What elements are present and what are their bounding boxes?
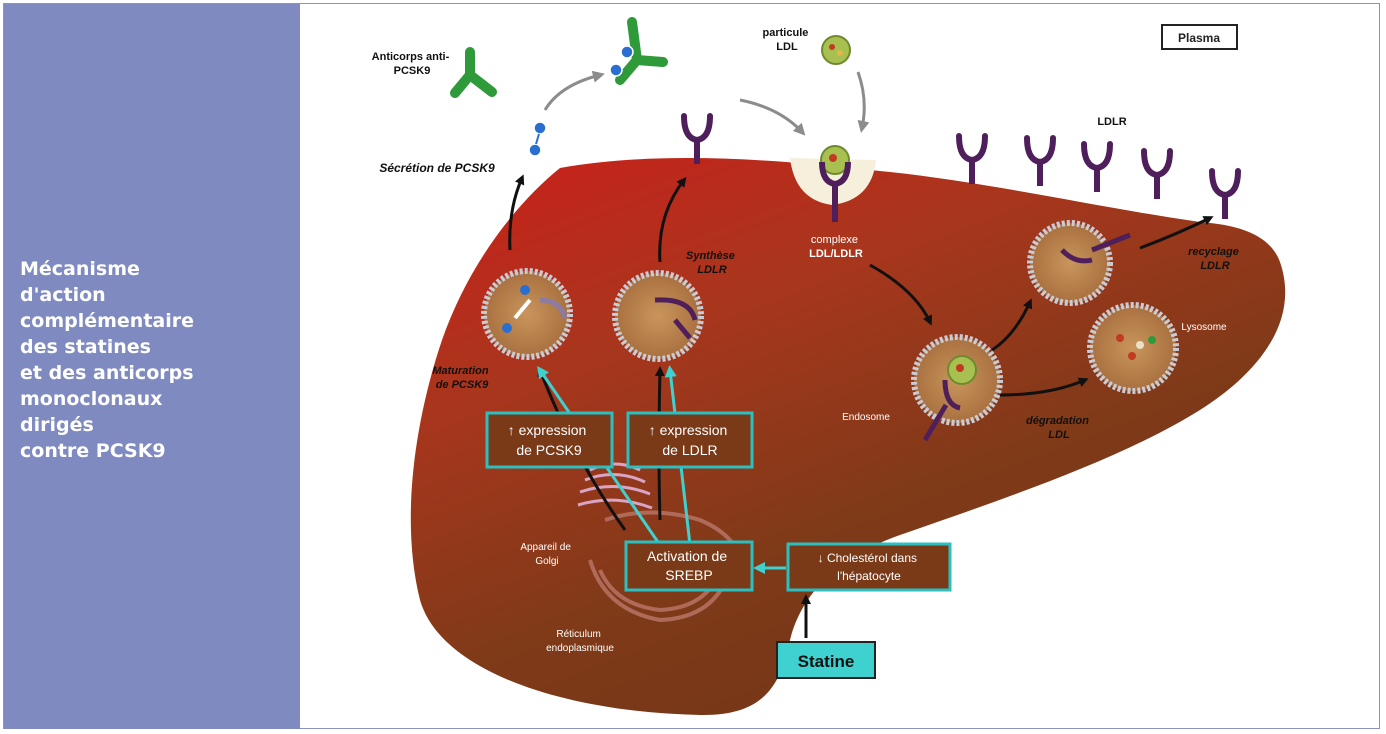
antibody-icon	[450, 47, 497, 98]
arrow-ldlr-to-membrane	[658, 176, 687, 263]
lysosome-vesicle	[1087, 302, 1179, 394]
ldlr-receptor-icon	[1144, 151, 1170, 199]
ldlr-expression-text: ↑ expression de LDLR	[649, 422, 731, 458]
pcsk9-expression-box	[485, 411, 614, 469]
cholesterol-box	[786, 542, 952, 592]
arrow-receptor-to-complex	[739, 98, 806, 136]
antibody-label: Anticorps anti- PCSK9	[372, 51, 453, 77]
title-line: des statines	[20, 336, 151, 358]
title-line: Mécanisme	[20, 258, 140, 280]
title-line: et des anticorps	[20, 362, 194, 384]
ldlr-receptor-icon	[684, 116, 710, 164]
ldlr-synthesis-label: Synthèse LDLR	[686, 250, 738, 276]
arrow-ldl-to-complex	[856, 71, 870, 133]
ldlr-receptor-icon	[1212, 171, 1238, 219]
sidebar-panel: Mécanisme d'action complémentaire des st…	[4, 4, 300, 729]
recycling-label: recyclage LDLR	[1188, 246, 1242, 272]
ldlr-synthesis-vesicle	[612, 270, 704, 362]
ldl-particle-icon	[821, 35, 851, 65]
plasma-label: Plasma	[1178, 31, 1220, 45]
ldlr-receptor-icon	[1084, 144, 1110, 192]
srebp-activation-box	[624, 540, 754, 592]
lysosome-label: Lysosome	[1181, 322, 1227, 333]
ldl-ldlr-complex-label: complexe LDL/LDLR	[809, 234, 863, 260]
arrow-recycling	[1139, 216, 1214, 250]
title-line: dirigés	[20, 414, 94, 436]
srebp-activation-text: Activation de SREBP	[647, 548, 731, 583]
plasma-box	[1161, 24, 1238, 50]
statin-box	[776, 641, 876, 679]
ldlr-expression-box	[626, 411, 754, 469]
golgi-label: Appareil de Golgi	[520, 542, 573, 567]
title-line: d'action	[20, 284, 106, 306]
mechanism-diagram: Plasma Anticorps anti- PCSK9 particule L…	[372, 17, 1286, 716]
pcsk9-secretion-label: Sécrétion de PCSK9	[379, 161, 495, 175]
er-label: Réticulum endoplasmique	[546, 629, 614, 654]
title-line: complémentaire	[20, 310, 194, 332]
ldlr-receptor-icon	[959, 136, 985, 184]
ldl-ldlr-complex-icon	[790, 145, 876, 222]
pcsk9-maturation-label: Maturation de PCSK9	[432, 365, 491, 391]
degradation-label: dégradation LDL	[1026, 415, 1092, 441]
ldlr-label: LDLR	[1097, 116, 1126, 128]
ldlr-receptor-icon	[1027, 138, 1053, 186]
arrow-pcsk9-secretion	[508, 174, 525, 251]
arrow-pcsk9-to-antibody	[543, 70, 605, 111]
recycling-vesicle	[1027, 220, 1131, 306]
endosome-vesicle	[911, 334, 1003, 442]
figure-title: Mécanisme d'action complémentaire des st…	[20, 256, 290, 464]
antibody-pcsk9-complex-icon	[609, 17, 668, 85]
title-line: monoclonaux	[20, 388, 163, 410]
pcsk9-maturation-vesicle	[481, 268, 573, 360]
title-line: contre PCSK9	[20, 440, 166, 462]
cholesterol-text: ↓ Cholestérol dans l'hépatocyte	[818, 551, 921, 583]
arrow-endosome-to-lysosome	[999, 377, 1089, 397]
arrow-complex-to-endosome	[869, 263, 932, 326]
endosome-label: Endosome	[842, 412, 890, 423]
arrow-endosome-to-recycling	[991, 298, 1033, 352]
ldl-particle-label: particule LDL	[763, 27, 812, 53]
pcsk9-expression-text: ↑ expression de PCSK9	[508, 422, 590, 458]
pcsk9-molecule-icon	[528, 121, 547, 157]
statin-label: Statine	[798, 652, 855, 671]
